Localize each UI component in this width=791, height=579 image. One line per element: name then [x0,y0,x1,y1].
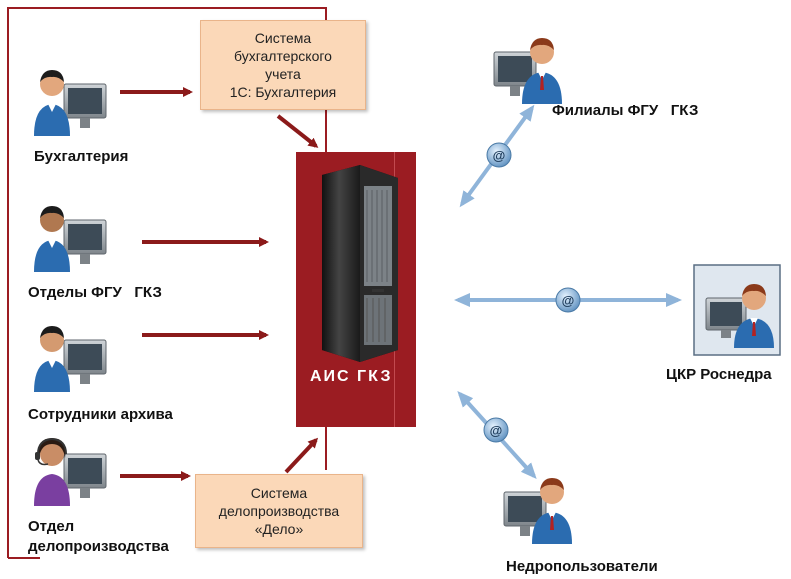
email-badge-subsoil: @ [483,417,509,443]
user-icon-subsoil-users [503,478,572,544]
user-icon-archive-staff [34,326,107,392]
svg-text:@: @ [493,148,506,163]
user-icon-ckr [705,284,774,348]
accounting-system-line4: 1С: Бухгалтерия [229,84,337,100]
records-dept-label-line2: делопроизводства [28,538,169,555]
email-badge-branches: @ [486,142,512,168]
accounting-system-line2: бухгалтерского [234,48,332,64]
server-icon [322,165,398,362]
email-badge-ckr: @ [555,287,581,313]
svg-text:@: @ [562,293,575,308]
archive-staff-label: Сотрудники архива [28,406,173,423]
records-system-line3: «Дело» [254,521,304,537]
departments-label: Отделы ФГУ ГКЗ [28,284,162,301]
user-icon-accounting [34,70,107,136]
user-icon-records-dept [34,437,107,506]
accounting-system-line3: учета [265,66,301,82]
user-icon-branches [493,38,562,104]
accounting-label: Бухгалтерия [34,148,129,165]
records-system-line1: Система [250,485,308,501]
records-system-line2: делопроизводства [218,503,340,519]
subsoil-users-label: Недропользователи [506,558,658,575]
user-icon-departments [34,206,107,272]
ais-gkz-label: АИС ГКЗ [310,368,393,385]
records-dept-label-line1: Отдел [28,518,75,535]
ckr-label: ЦКР Роснедра [666,366,772,383]
accounting-system-box: Система бухгалтерского учета 1С: Бухгалт… [200,20,366,110]
arrow-delo-to-ais [284,437,319,474]
svg-text:@: @ [490,423,503,438]
records-system-box: Система делопроизводства «Дело» [195,474,363,548]
accounting-system-line1: Система [254,30,312,46]
arrow-1c-to-ais [276,114,319,148]
branches-label: Филиалы ФГУ ГКЗ [552,102,699,119]
